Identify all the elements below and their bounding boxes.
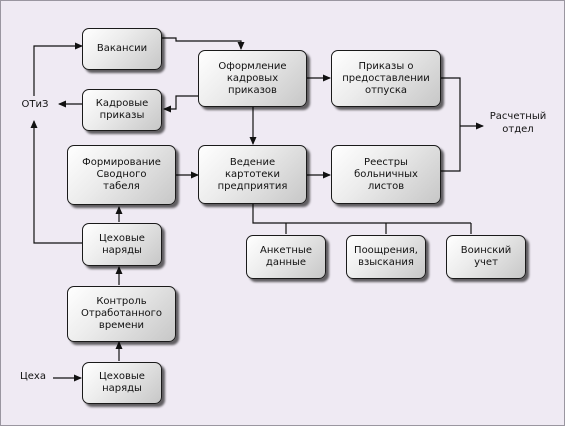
node-reestry: Реестры больничных листов <box>331 145 441 204</box>
edge-vakansii-oformlenie <box>162 37 245 50</box>
node-voinskiy: Воинский учет <box>446 235 526 279</box>
label-raschetny-otdel: Расчетный отдел <box>489 111 547 135</box>
node-vedenie: Ведение картотеки предприятия <box>198 145 307 204</box>
edge-reestry-raschetny <box>441 126 461 172</box>
node-prikazy-otpusk: Приказы о предоставлении отпуска <box>331 50 441 107</box>
node-vakansii: Вакансии <box>82 28 162 70</box>
node-kontrol: Контроль Отработанного времени <box>67 286 176 342</box>
node-anketnye: Анкетные данные <box>246 235 326 279</box>
node-formirovanie: Формирование Сводного табеля <box>67 145 176 205</box>
label-ceha: Цеха <box>20 371 46 382</box>
label-otiz: ОТиЗ <box>21 99 49 110</box>
node-kadrovye: Кадровые приказы <box>82 89 162 131</box>
edge-oformlenie-kadrovye <box>163 95 198 113</box>
node-pooshchreniya: Поощрения, взыскания <box>346 235 426 279</box>
edge-vedenie-branch <box>252 204 471 224</box>
edge-otiz-vakansii <box>33 42 83 96</box>
node-oformlenie: Оформление кадровых приказов <box>198 50 307 107</box>
edge-cehovye1-otiz <box>30 120 82 244</box>
edge-otpusk-raschetny <box>441 77 461 126</box>
node-cehovye-naryady-2: Цеховые наряды <box>82 362 162 404</box>
node-cehovye-naryady-1: Цеховые наряды <box>82 223 162 266</box>
